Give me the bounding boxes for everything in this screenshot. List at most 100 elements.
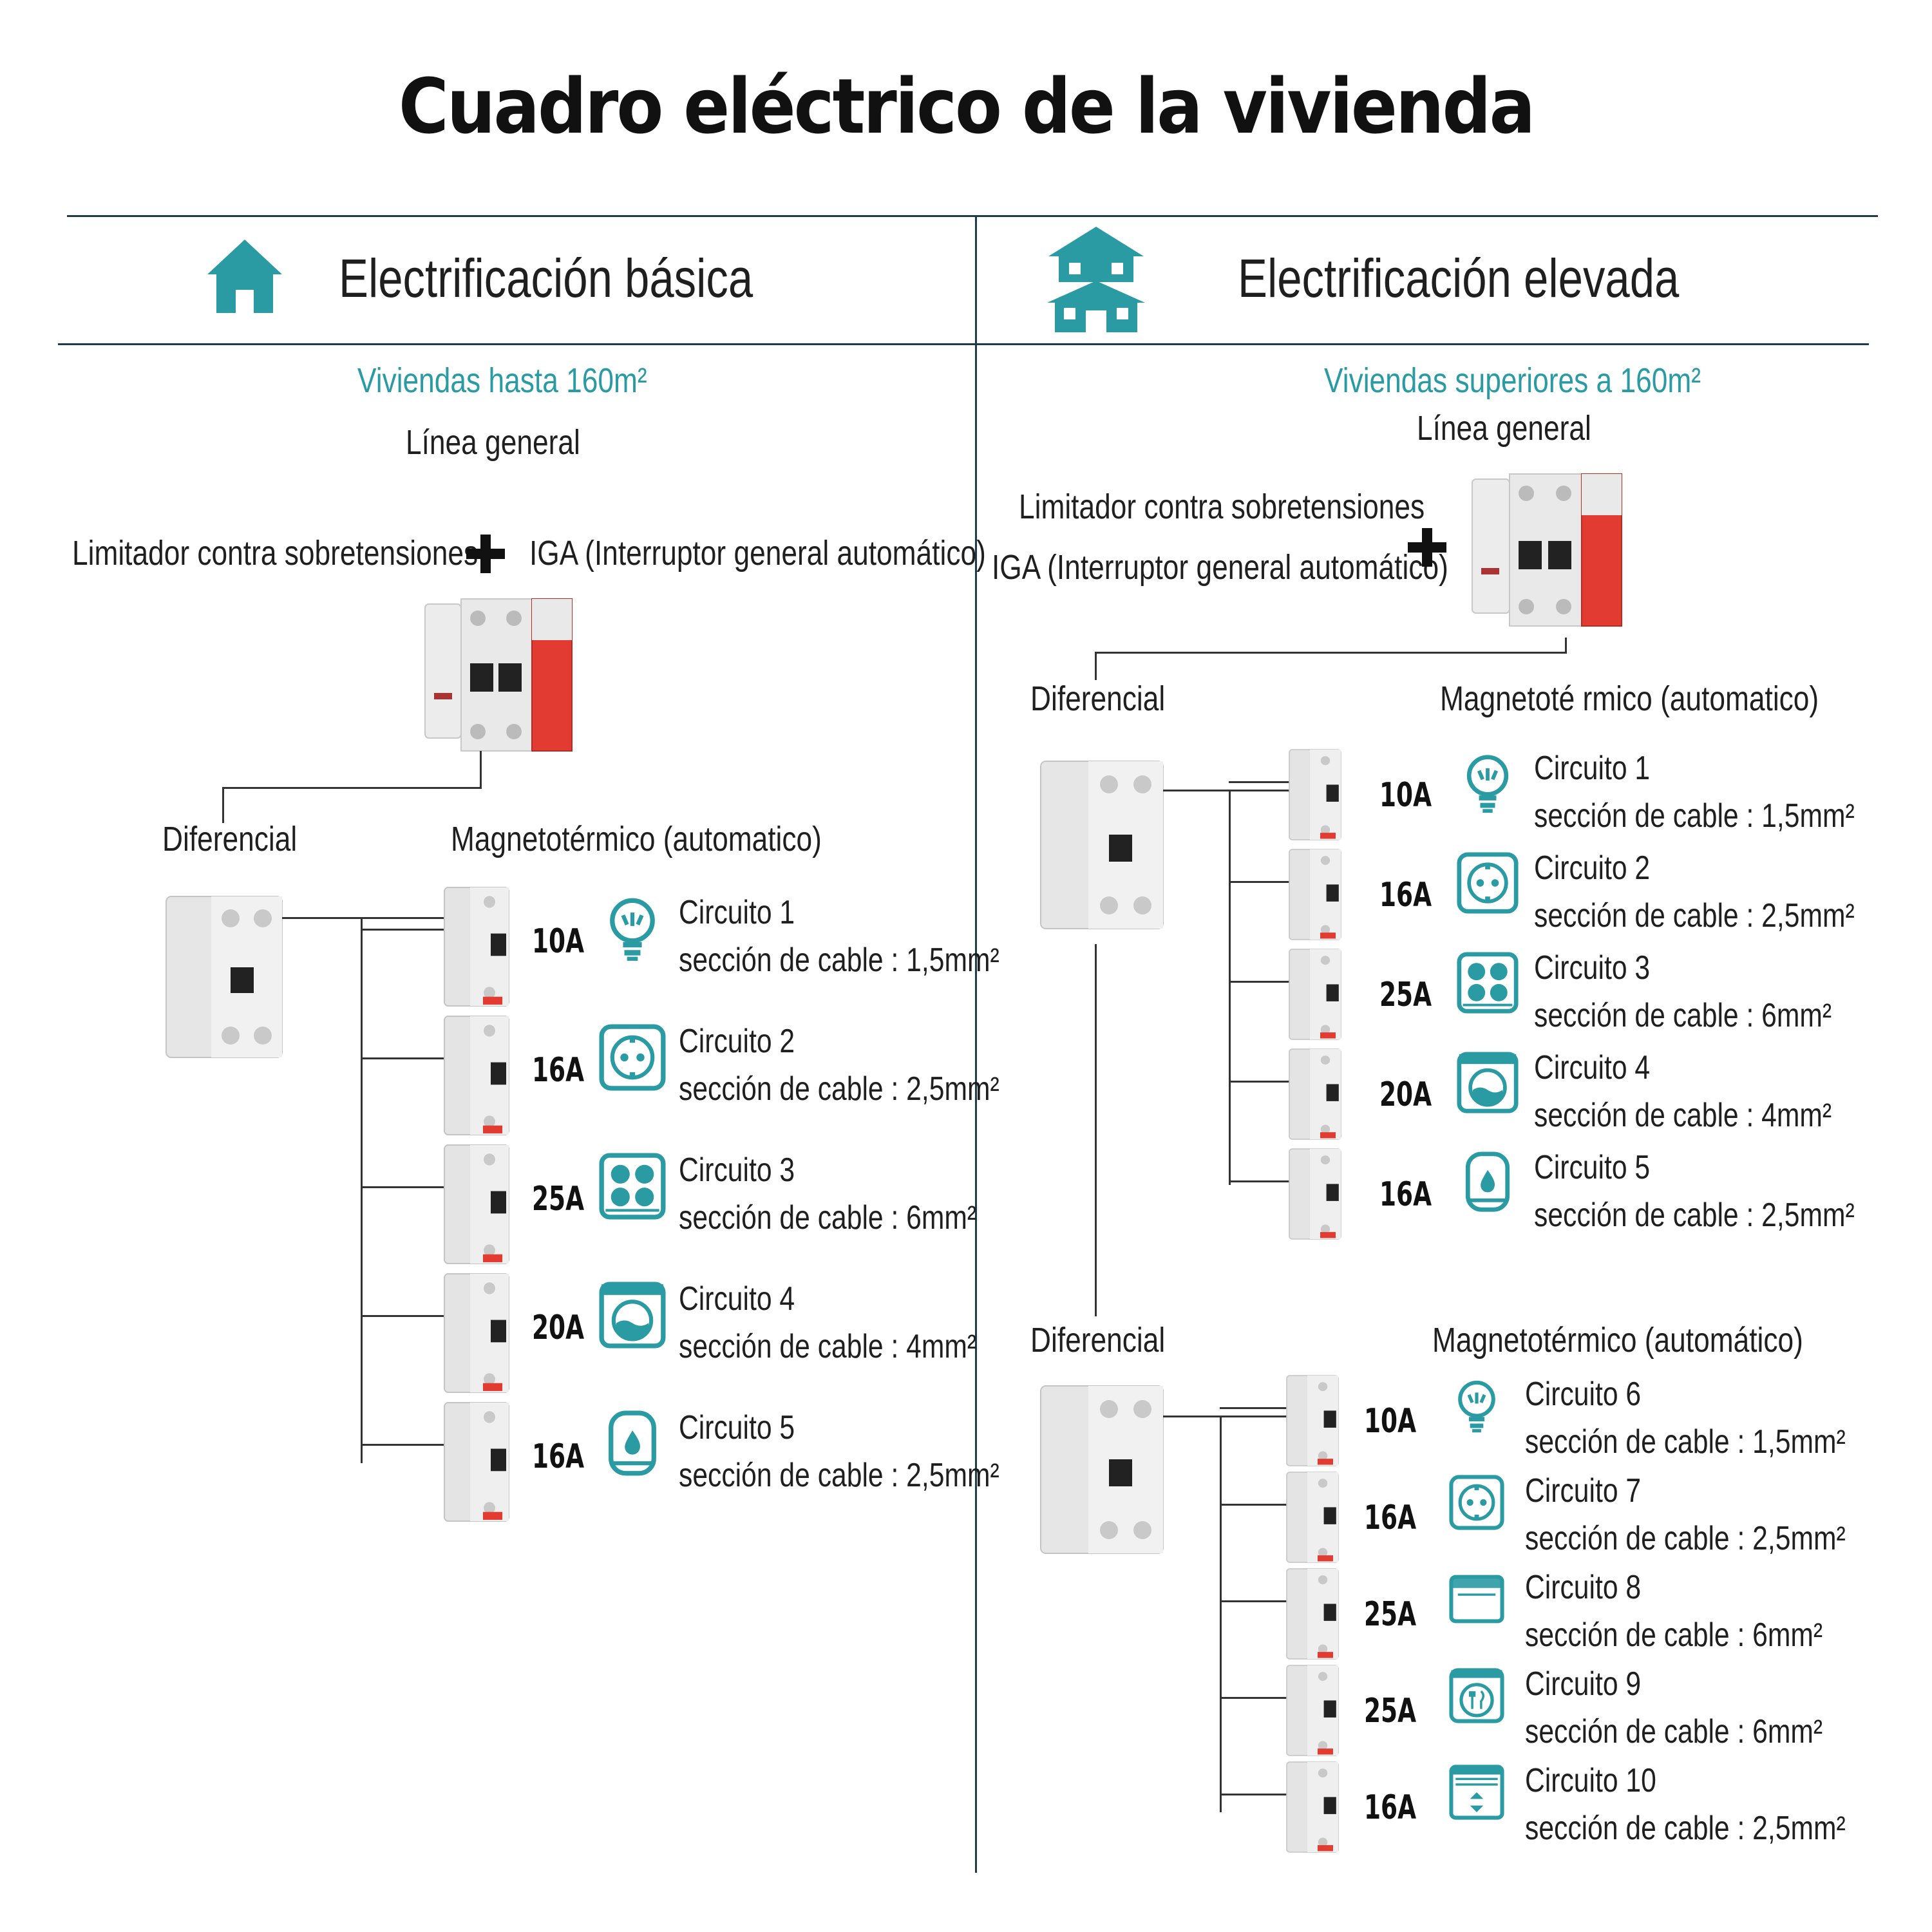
house-icon (207, 240, 282, 313)
right-magnetotermico-1-label: Magnetoté rmico (automatico) (1440, 679, 1819, 718)
bus-tap (361, 1057, 444, 1060)
breaker-device (1289, 1048, 1341, 1140)
breaker-device (1289, 749, 1341, 840)
bus-line (1229, 790, 1231, 1185)
socket-icon (1457, 852, 1519, 914)
amperage-label: 25A (1364, 1595, 1417, 1634)
bus-tap (1229, 1081, 1289, 1083)
amperage-label: 20A (1379, 1075, 1432, 1114)
cooktop-icon (599, 1153, 666, 1220)
connector (222, 787, 482, 789)
bus-line (1220, 1416, 1222, 1812)
amperage-label: 10A (532, 922, 585, 961)
socket-icon (599, 1024, 666, 1091)
breaker-device (444, 1144, 509, 1265)
breaker-device (444, 886, 509, 1007)
bus-tap (1220, 1697, 1287, 1699)
amperage-label: 16A (532, 1437, 585, 1477)
circuit-cable-section: sección de cable : 2,5mm² (1525, 1520, 1846, 1557)
bus-tap (1220, 1407, 1287, 1409)
amperage-label: 10A (1364, 1402, 1417, 1441)
lightbulb-icon (599, 895, 666, 962)
bus-tap (1229, 1180, 1289, 1182)
left-main-breaker (424, 598, 573, 752)
circuit-name: Circuito 5 (679, 1409, 795, 1446)
breaker-device (1289, 1148, 1341, 1240)
circuit-name: Circuito 1 (1534, 750, 1651, 787)
circuit-cable-section: sección de cable : 6mm² (679, 1199, 977, 1236)
connector (1565, 638, 1567, 653)
right-diferencial-1-label: Diferencial (1030, 679, 1166, 718)
amperage-label: 20A (532, 1309, 585, 1348)
bus-tap (1220, 1794, 1287, 1795)
bus-line (361, 917, 363, 1463)
bus-line (282, 917, 447, 919)
circuit-name: Circuito 5 (1534, 1149, 1651, 1186)
bus-tap (361, 929, 444, 931)
left-limitador-label: Limitador contra sobretensiones (72, 534, 478, 573)
circuit-name: Circuito 2 (1534, 849, 1651, 887)
connector (1095, 652, 1567, 654)
oven-icon (1449, 1571, 1504, 1627)
circuit-cable-section: sección de cable : 2,5mm² (1525, 1810, 1846, 1847)
bus-tap (1229, 781, 1289, 783)
breaker-device (1289, 849, 1341, 940)
left-diferencial-label: Diferencial (162, 820, 298, 858)
washing-machine-icon (1457, 1052, 1519, 1113)
bus-tap (361, 1186, 444, 1189)
air-conditioner-icon (1449, 1765, 1504, 1820)
circuit-name: Circuito 2 (679, 1023, 795, 1060)
water-heater-icon (599, 1410, 666, 1477)
lightbulb-icon (1449, 1378, 1504, 1434)
bus-line (1163, 1416, 1289, 1417)
circuit-cable-section: sección de cable : 4mm² (1534, 1097, 1832, 1134)
amperage-label: 25A (1379, 976, 1432, 1014)
top-divider (67, 215, 1878, 217)
breaker-device (444, 1015, 509, 1136)
amperage-label: 25A (1364, 1692, 1417, 1730)
page-title: Cuadro eléctrico de la vivienda (398, 62, 1535, 151)
amperage-label: 16A (1364, 1499, 1417, 1537)
amperage-label: 10A (1379, 776, 1432, 815)
right-main-breaker (1472, 473, 1622, 627)
breaker-device (1289, 949, 1341, 1040)
cooktop-icon (1457, 952, 1519, 1014)
bus-tap (1229, 981, 1289, 983)
circuit-cable-section: sección de cable : 4mm² (679, 1328, 977, 1365)
circuit-cable-section: sección de cable : 1,5mm² (1525, 1423, 1846, 1461)
plus-icon (466, 535, 505, 573)
lightbulb-icon (1457, 752, 1519, 814)
right-magnetotermico-2-label: Magnetotérmico (automático) (1432, 1321, 1803, 1359)
circuit-name: Circuito 3 (1534, 949, 1651, 987)
bus-tap (361, 1444, 444, 1446)
circuit-cable-section: sección de cable : 1,5mm² (1534, 797, 1855, 835)
left-heading: Electrificación básica (339, 248, 753, 308)
breaker-device (444, 1401, 509, 1522)
amperage-label: 25A (532, 1180, 585, 1219)
circuit-name: Circuito 9 (1525, 1665, 1642, 1703)
circuit-name: Circuito 6 (1525, 1376, 1642, 1413)
right-limitador-label: Limitador contra sobretensiones (1019, 488, 1425, 526)
amperage-label: 16A (1364, 1788, 1417, 1827)
breaker-device (1286, 1472, 1339, 1563)
circuit-cable-section: sección de cable : 2,5mm² (1534, 1197, 1855, 1234)
bus-tap (1229, 881, 1289, 883)
connector (1095, 944, 1097, 1316)
washing-machine-icon (599, 1282, 666, 1349)
left-linea-general: Línea general (406, 423, 580, 462)
circuit-cable-section: sección de cable : 1,5mm² (679, 942, 999, 979)
center-divider (975, 215, 977, 1873)
circuit-name: Circuito 7 (1525, 1472, 1642, 1510)
right-subtitle: Viviendas superiores a 160m² (1324, 361, 1701, 400)
amperage-label: 16A (532, 1051, 585, 1090)
left-iga-label: IGA (Interruptor general automático) (529, 534, 986, 573)
connector (222, 787, 224, 823)
right-linea-general: Línea general (1417, 409, 1591, 448)
breaker-device (1286, 1375, 1339, 1466)
plus-icon (1408, 528, 1446, 567)
circuit-name: Circuito 3 (679, 1151, 795, 1189)
circuit-name: Circuito 8 (1525, 1569, 1642, 1606)
connector (1095, 652, 1097, 680)
bus-tap (1220, 1504, 1287, 1506)
right-heading: Electrificación elevada (1238, 248, 1680, 308)
